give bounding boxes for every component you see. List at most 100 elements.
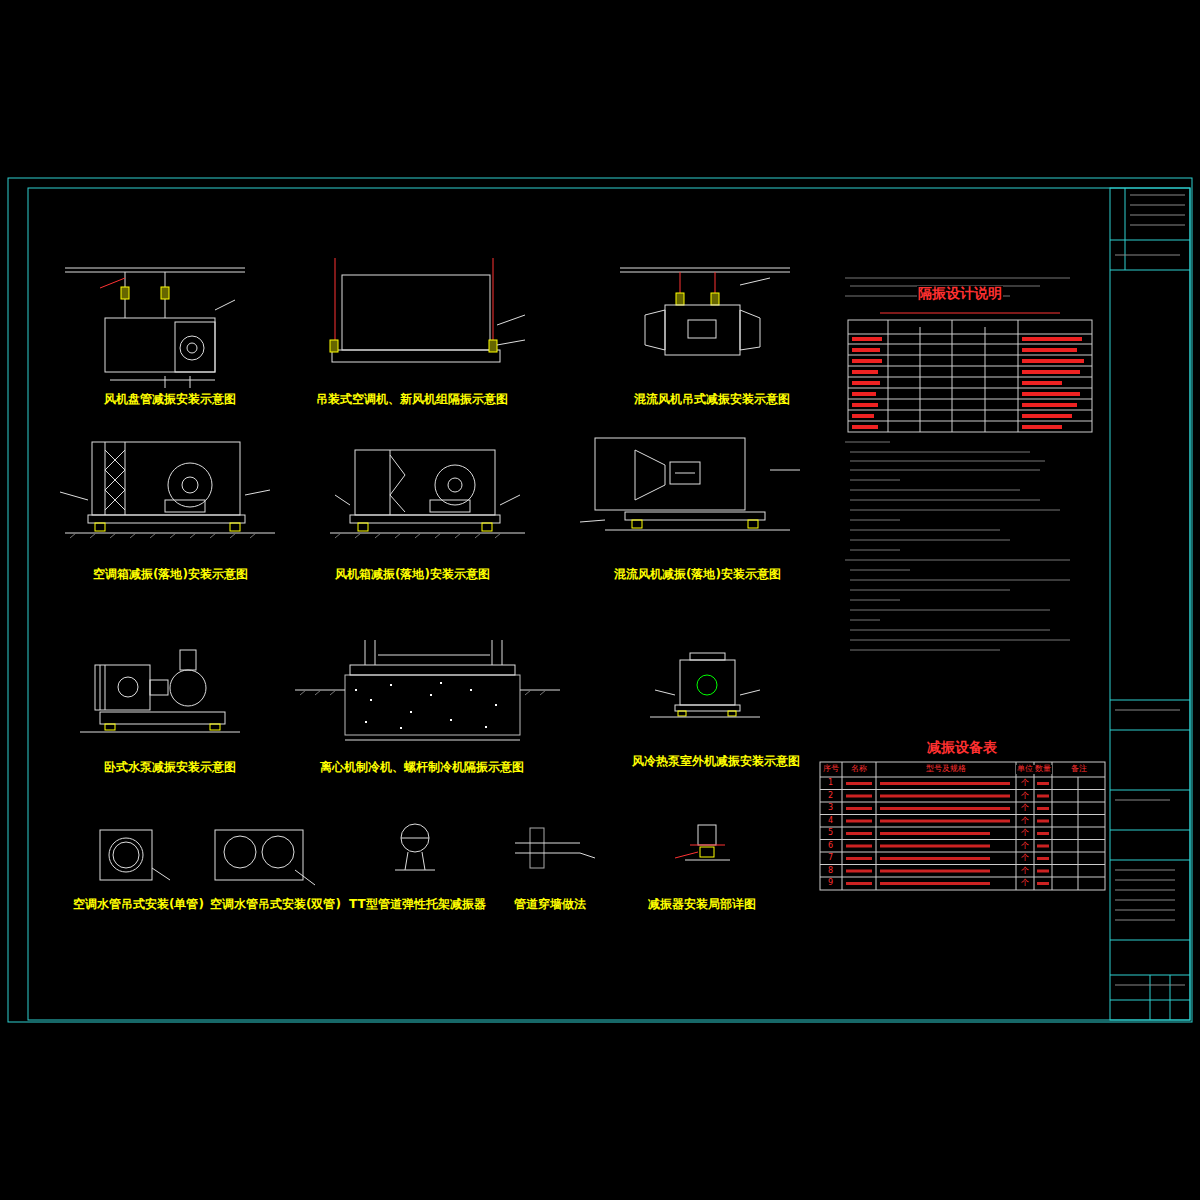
pipe-hanger-single xyxy=(100,830,170,880)
cad-line xyxy=(1110,790,1190,791)
cad-rect xyxy=(350,515,500,523)
table-cell: 个 xyxy=(1020,829,1030,838)
cad-line xyxy=(1110,700,1190,701)
cad-line xyxy=(335,258,336,350)
table-cell: 个 xyxy=(1020,842,1030,851)
chiller-base xyxy=(295,640,560,740)
cad-line xyxy=(1110,730,1190,731)
cad-rect xyxy=(489,340,497,352)
cad-rect xyxy=(680,660,735,705)
cad-polygon xyxy=(635,450,665,500)
cad-line xyxy=(1110,270,1190,271)
cad-line xyxy=(1110,830,1190,831)
cad-line xyxy=(850,520,900,521)
cad-line xyxy=(740,690,760,695)
drawing-title: 空调水管吊式安装(双管) xyxy=(209,898,342,911)
table-header: 数量 xyxy=(1034,765,1052,774)
cad-line xyxy=(620,268,790,269)
cad-line xyxy=(848,377,1092,378)
cad-line xyxy=(492,640,493,665)
cad-line xyxy=(497,315,525,325)
table-header: 名称 xyxy=(850,765,868,774)
cad-line xyxy=(820,789,1105,790)
wall-penetration xyxy=(515,828,595,868)
cad-rect xyxy=(8,178,1192,1022)
cad-line xyxy=(850,610,1050,611)
cad-rect xyxy=(711,293,719,305)
table-cell: 个 xyxy=(1020,854,1030,863)
sheet-frame xyxy=(8,178,1192,1022)
cad-line xyxy=(650,717,760,718)
cad-line xyxy=(100,665,101,710)
drawing-title: TT型管道弹性托架减振器 xyxy=(348,898,487,911)
cad-path xyxy=(335,533,501,538)
cad-line xyxy=(850,530,1000,531)
cad-line xyxy=(1115,985,1185,986)
cad-line xyxy=(1078,777,1079,890)
cad-rect xyxy=(121,287,129,299)
cad-circle xyxy=(182,477,198,493)
cad-circle xyxy=(180,336,204,360)
cad-line xyxy=(850,452,1030,453)
cad-rect xyxy=(698,825,716,845)
cad-line xyxy=(690,845,725,846)
table-header: 单位 xyxy=(1016,765,1034,774)
cad-circle xyxy=(113,842,139,868)
cad-line xyxy=(1115,870,1175,871)
cad-line xyxy=(1130,215,1185,216)
cad-polygon xyxy=(740,310,760,350)
cad-line xyxy=(850,590,1010,591)
cad-rect xyxy=(95,523,105,531)
tt-pipe-support xyxy=(395,824,435,870)
table-cell: 8 xyxy=(827,867,834,876)
drawing-title: 风机箱减振(落地)安装示意图 xyxy=(334,568,491,581)
table-cell: 个 xyxy=(1020,867,1030,876)
cad-line xyxy=(848,334,1092,335)
cad-line xyxy=(500,495,520,505)
cad-line xyxy=(1115,255,1180,256)
table-cell: 3 xyxy=(827,804,834,813)
cad-line xyxy=(80,732,240,733)
cad-line xyxy=(820,839,1105,840)
cad-line xyxy=(1170,975,1171,1020)
fan-coil-hanger xyxy=(65,268,245,388)
cad-line xyxy=(401,838,429,839)
cad-line xyxy=(848,421,1092,422)
cad-line xyxy=(848,410,1092,411)
cad-line xyxy=(985,327,986,432)
cad-rect xyxy=(350,665,515,675)
cad-line xyxy=(422,852,425,870)
cad-line xyxy=(952,320,953,432)
cad-line xyxy=(60,492,88,500)
cad-line xyxy=(880,313,1060,314)
ahu-hanger xyxy=(330,258,525,362)
cad-line xyxy=(845,278,1070,279)
cad-line xyxy=(770,470,800,471)
cad-rect xyxy=(180,650,196,670)
cad-line xyxy=(105,665,106,710)
table-cell: 个 xyxy=(1020,804,1030,813)
cad-line xyxy=(190,376,191,388)
cad-line xyxy=(850,490,1020,491)
cad-line xyxy=(850,580,1070,581)
cad-rect xyxy=(105,318,215,372)
cad-rect xyxy=(161,287,169,299)
cad-line xyxy=(850,620,880,621)
cad-line xyxy=(1115,920,1175,921)
cad-line xyxy=(820,864,1105,865)
cad-line xyxy=(390,450,391,515)
section-heading: 隔振设计说明 xyxy=(917,286,1003,301)
cad-line xyxy=(580,520,605,522)
cad-line xyxy=(820,877,1105,878)
table-cell: 个 xyxy=(1020,792,1030,801)
table-cell: 个 xyxy=(1020,879,1030,888)
cad-line xyxy=(1016,762,1017,890)
cad-circle xyxy=(187,343,197,353)
cad-polyline xyxy=(105,450,125,510)
cad-line xyxy=(605,530,790,531)
table-cell: 2 xyxy=(827,792,834,801)
table-cell: 个 xyxy=(1020,817,1030,826)
cad-line xyxy=(378,655,490,656)
cad-circle xyxy=(401,824,429,852)
table-cell: 1 xyxy=(827,779,834,788)
